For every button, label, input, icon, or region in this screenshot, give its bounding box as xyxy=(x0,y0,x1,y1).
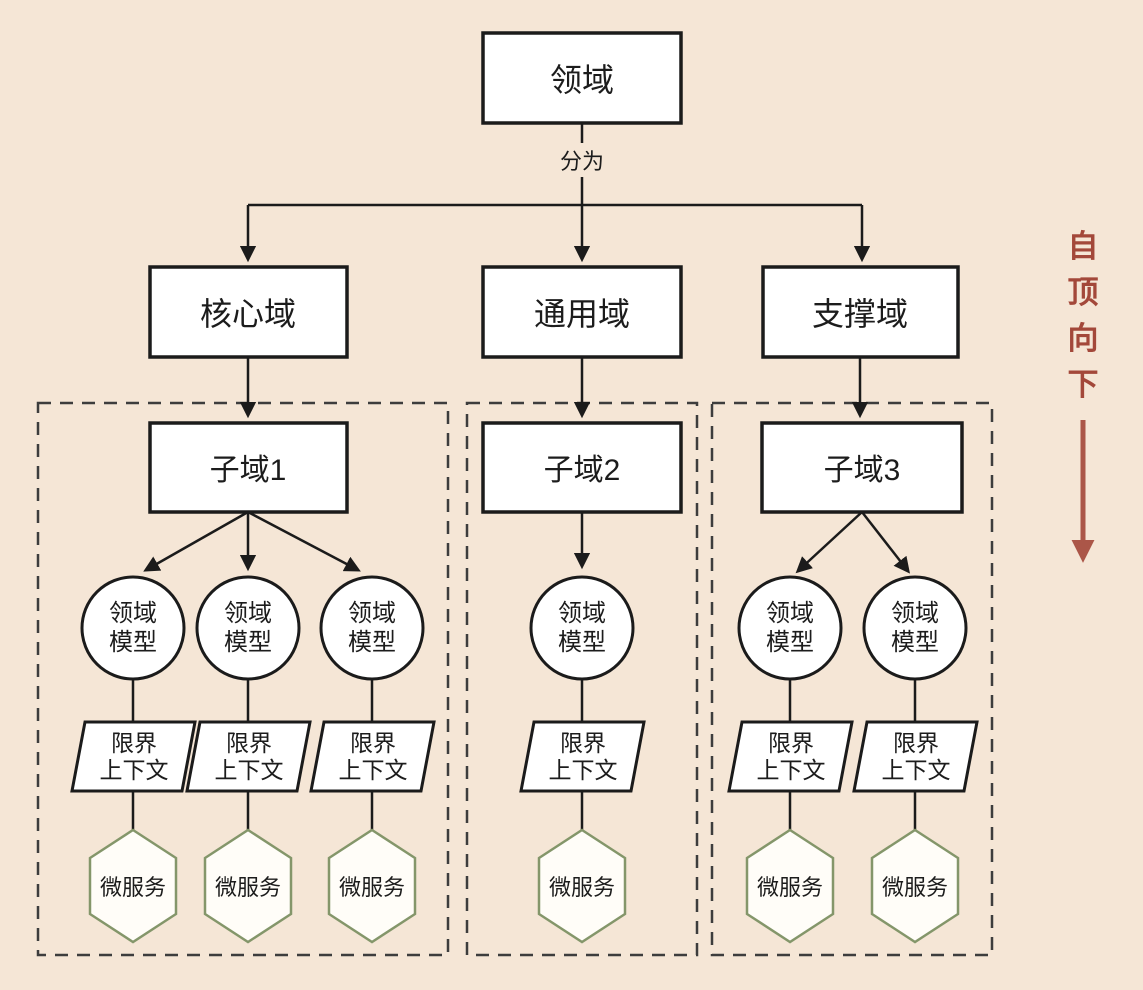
bounded-context-label: 限界 上下文 xyxy=(100,730,169,784)
top-down-note-char: 向 xyxy=(1067,321,1099,356)
bounded-context-label: 限界 上下文 xyxy=(215,730,284,784)
microservice-label: 微服务 xyxy=(338,875,406,900)
microservice-label: 微服务 xyxy=(756,875,824,900)
root-domain-label: 领域 xyxy=(549,62,615,98)
split-edge-label: 分为 xyxy=(553,143,611,177)
microservice-hexagon xyxy=(745,828,835,944)
core-domain-label: 核心域 xyxy=(199,296,297,332)
bounded-context-parallelogram xyxy=(727,720,854,793)
bounded-context-label-line2: 上下文 xyxy=(548,757,618,783)
domain-model-label-line1: 领域 xyxy=(109,600,157,627)
microservice-label: 微服务 xyxy=(99,875,167,900)
microservice-label: 微服务 xyxy=(881,875,949,900)
root-domain-box xyxy=(481,31,683,125)
domain-model-label-line1: 领域 xyxy=(891,600,939,627)
domain-model-circle xyxy=(529,575,635,681)
domain-model-label-line2: 模型 xyxy=(766,629,814,656)
core-domain-box xyxy=(148,265,349,359)
domain-model-label: 领域 模型 xyxy=(348,599,396,657)
domain-model-label: 领域 模型 xyxy=(109,599,157,657)
domain-model-circle xyxy=(80,575,186,681)
bounded-context-label-line1: 限界 xyxy=(111,730,157,756)
bounded-context-label-line1: 限界 xyxy=(226,730,272,756)
domain-model-circle xyxy=(319,575,425,681)
microservice-hexagon xyxy=(327,828,417,944)
domain-model-circle xyxy=(195,575,301,681)
general-domain-box xyxy=(481,265,683,359)
subdomain3-label: 子域3 xyxy=(823,454,901,487)
bounded-context-parallelogram xyxy=(185,720,312,793)
microservice-hexagon xyxy=(203,828,293,944)
supporting-domain-box xyxy=(761,265,960,359)
connector-sub1-to-model3 xyxy=(247,510,361,572)
subdomain1-label: 子域1 xyxy=(209,454,287,487)
bounded-context-label-line1: 限界 xyxy=(560,730,606,756)
top-down-note-char: 下 xyxy=(1067,367,1099,402)
supporting-domain-label: 支撑域 xyxy=(811,296,909,332)
microservice-hexagon xyxy=(870,828,960,944)
domain-model-label: 领域 模型 xyxy=(558,599,606,657)
microservice-label: 微服务 xyxy=(548,875,616,900)
connector-sub1-to-model1 xyxy=(143,510,249,572)
bounded-context-label-line1: 限界 xyxy=(893,730,939,756)
bounded-context-label: 限界 上下文 xyxy=(339,730,408,784)
bounded-context-label-line1: 限界 xyxy=(768,730,814,756)
bounded-context-label-line1: 限界 xyxy=(350,730,396,756)
bounded-context-label-line2: 上下文 xyxy=(881,757,951,783)
domain-model-label: 领域 模型 xyxy=(891,599,939,657)
bounded-context-label-line2: 上下文 xyxy=(756,757,826,783)
microservice-hexagon xyxy=(537,828,627,944)
subdomain2-label: 子域2 xyxy=(543,454,621,487)
bounded-context-label: 限界 上下文 xyxy=(549,730,618,784)
domain-model-label-line1: 领域 xyxy=(558,600,606,627)
microservice-hexagon xyxy=(88,828,178,944)
domain-model-label-line1: 领域 xyxy=(224,600,272,627)
top-down-note-char: 自 xyxy=(1067,229,1099,264)
connector-sub3-to-model5 xyxy=(795,511,863,574)
subdomain3-box xyxy=(760,421,964,514)
domain-model-label-line2: 模型 xyxy=(224,629,272,656)
domain-model-label-line2: 模型 xyxy=(558,629,606,656)
bounded-context-parallelogram xyxy=(519,720,646,793)
connector-sub3-to-model6 xyxy=(861,511,910,574)
top-down-note: 自 顶 向 下 xyxy=(1068,224,1099,408)
domain-model-label-line2: 模型 xyxy=(109,629,157,656)
microservice-label: 微服务 xyxy=(214,875,282,900)
bounded-context-label: 限界 上下文 xyxy=(757,730,826,784)
bounded-context-label-line2: 上下文 xyxy=(99,757,169,783)
domain-model-circle xyxy=(737,575,843,681)
subdomain1-box xyxy=(148,421,349,514)
domain-model-label: 领域 模型 xyxy=(224,599,272,657)
domain-model-label-line1: 领域 xyxy=(348,600,396,627)
domain-model-label-line2: 模型 xyxy=(348,629,396,656)
bounded-context-parallelogram xyxy=(852,720,979,793)
general-domain-label: 通用域 xyxy=(533,296,631,332)
bounded-context-label-line2: 上下文 xyxy=(214,757,284,783)
domain-model-label-line1: 领域 xyxy=(766,600,814,627)
bounded-context-parallelogram xyxy=(70,720,197,793)
domain-model-label-line2: 模型 xyxy=(891,629,939,656)
domain-model-label: 领域 模型 xyxy=(766,599,814,657)
bounded-context-label-line2: 上下文 xyxy=(338,757,408,783)
top-down-note-char: 顶 xyxy=(1067,275,1099,310)
bounded-context-parallelogram xyxy=(309,720,436,793)
subdomain2-box xyxy=(481,421,683,514)
domain-model-circle xyxy=(862,575,968,681)
bounded-context-label: 限界 上下文 xyxy=(882,730,951,784)
